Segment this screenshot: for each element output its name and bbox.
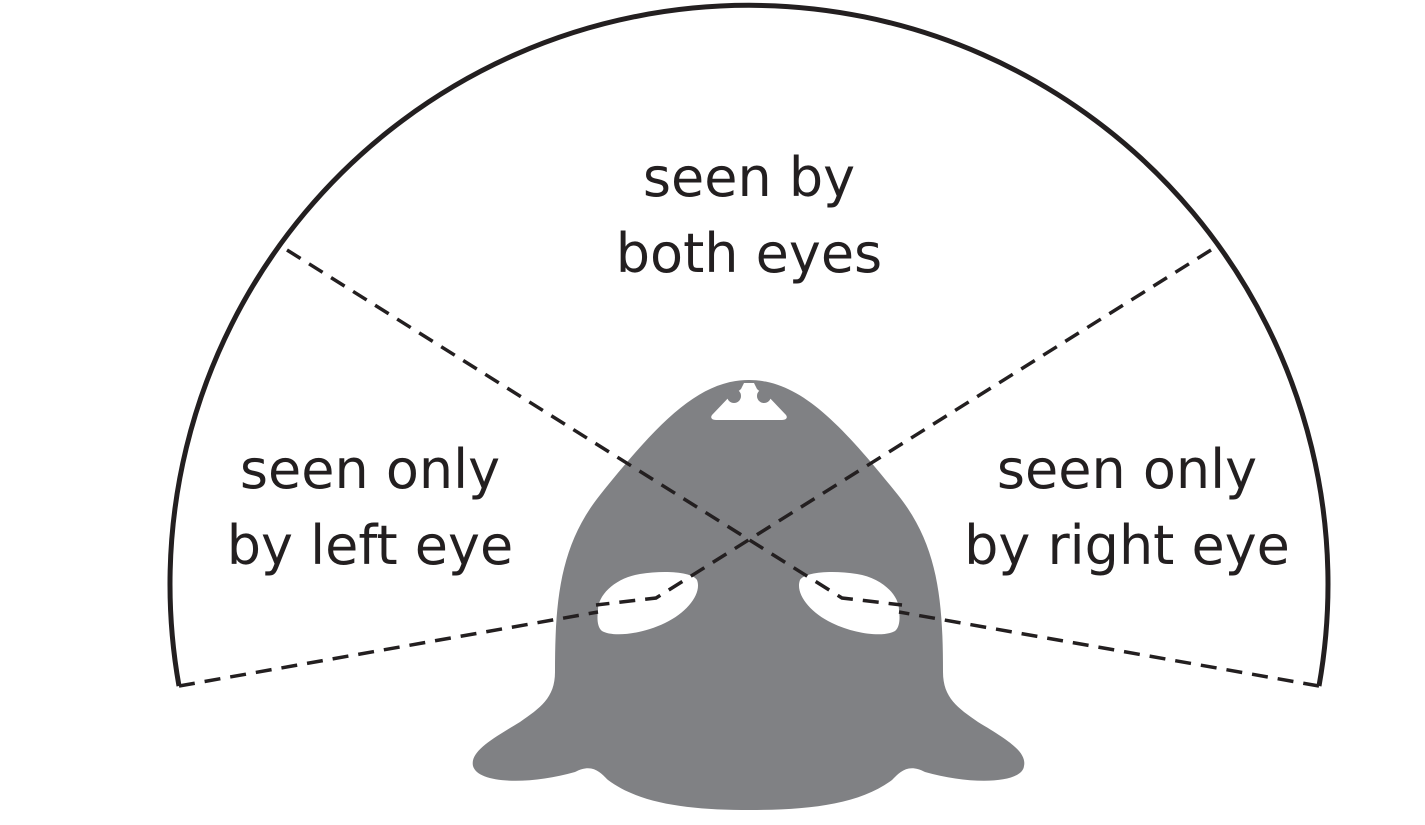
- right-label-line2: by right eye: [964, 514, 1290, 577]
- binocular-region-label: seen by both eyes: [549, 140, 949, 292]
- left-label-line1: seen only: [239, 438, 501, 501]
- right-nostril: [757, 389, 771, 403]
- nose-marking: [711, 383, 787, 420]
- left-eye-field-boundary-lower: [178, 610, 599, 688]
- field-of-view-arc: [167, 2, 1331, 687]
- left-nostril: [727, 389, 741, 403]
- right-label-line1: seen only: [996, 438, 1258, 501]
- right-eye-field-boundary-lower: [898, 610, 1320, 688]
- binocular-label-line1: seen by: [642, 146, 856, 209]
- left-eye-field-boundary-upper: [286, 248, 903, 607]
- right-monocular-region-label: seen only by right eye: [927, 432, 1327, 584]
- head-silhouette: [472, 380, 1025, 810]
- binocular-label-line2: both eyes: [615, 222, 883, 285]
- left-monocular-region-label: seen only by left eye: [170, 432, 570, 584]
- right-eye-field-boundary-upper: [595, 248, 1212, 607]
- left-label-line2: by left eye: [226, 514, 514, 577]
